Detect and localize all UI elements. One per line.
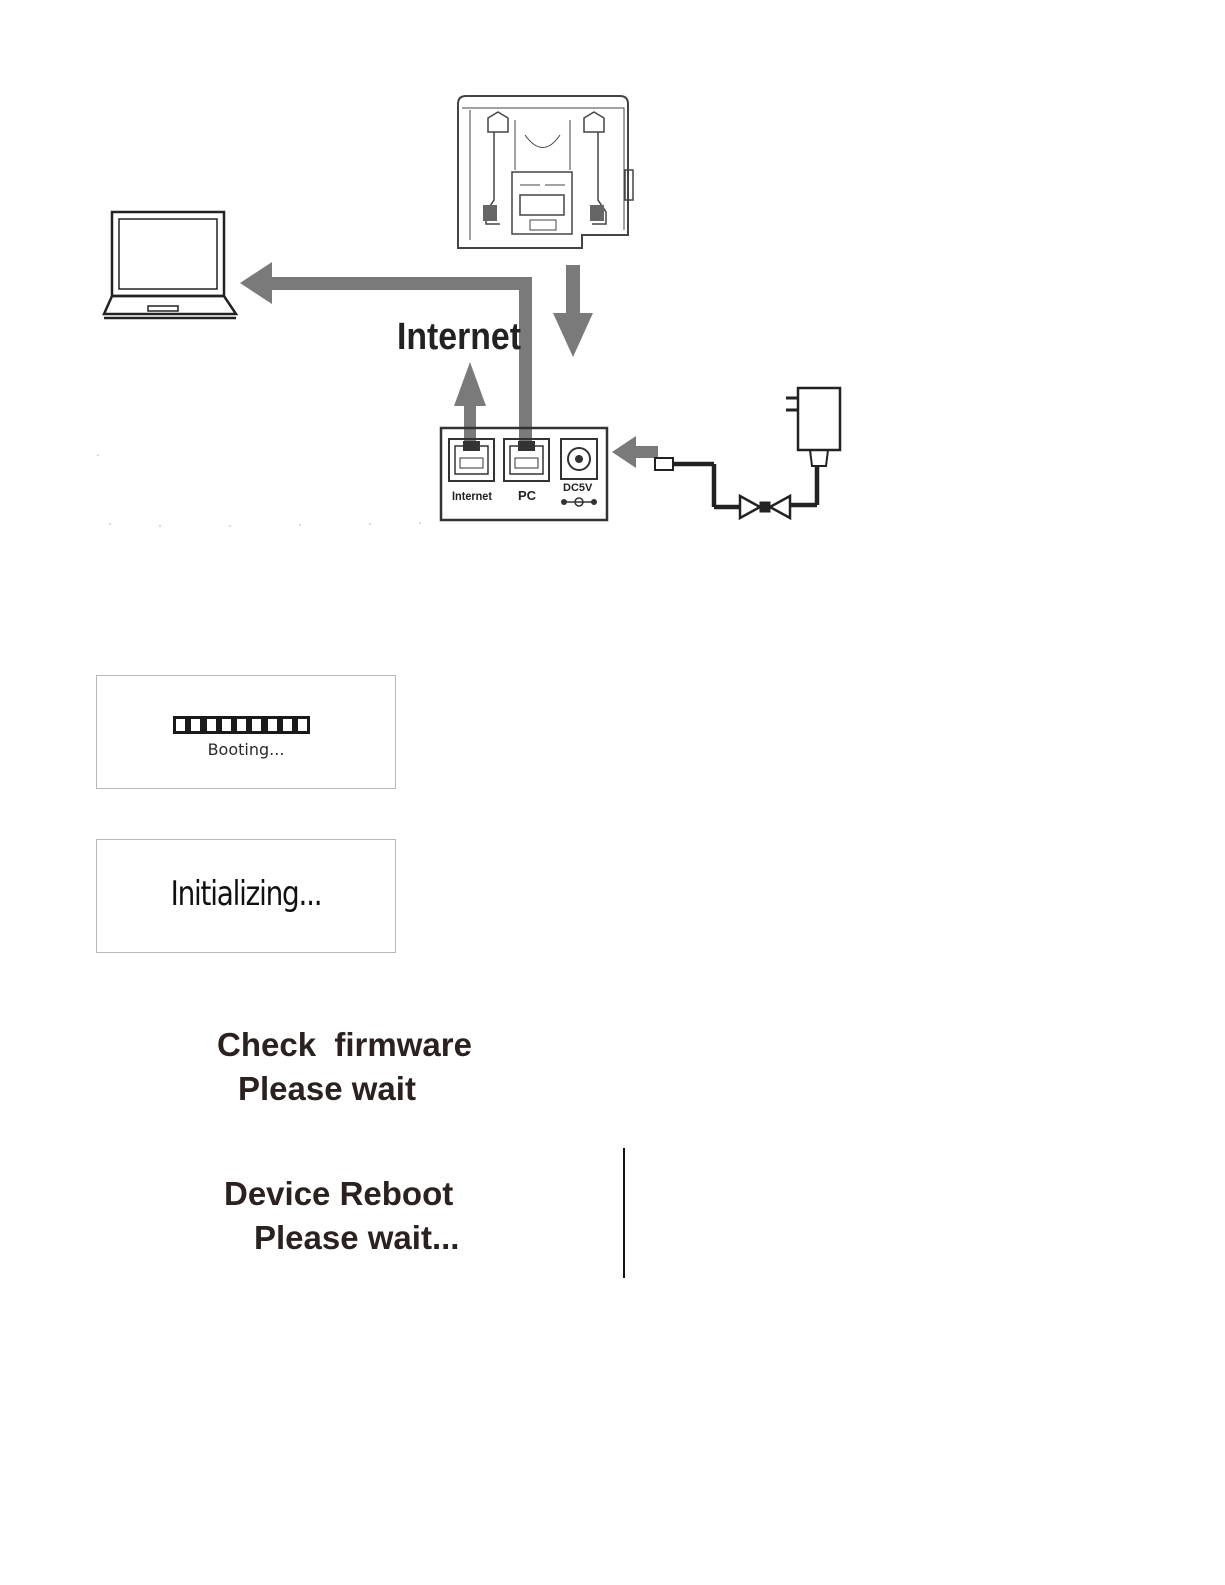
booting-text: Booting... (97, 740, 395, 759)
connection-diagram: Internet Internet PC DC5V (0, 0, 1225, 560)
port-label-dc5v: DC5V (563, 482, 593, 494)
booting-screen: Booting... (96, 675, 396, 789)
initializing-screen: Initializing... (96, 839, 396, 953)
phone-stand (458, 96, 633, 248)
boot-progress-bar (173, 716, 310, 734)
laptop-icon (104, 212, 236, 318)
internet-arrow (454, 362, 486, 446)
internet-port (449, 439, 494, 481)
internet-heading: Internet (397, 316, 521, 358)
scan-dots (97, 454, 421, 527)
port-panel: Internet PC DC5V (441, 428, 607, 520)
power-arrow (612, 436, 658, 468)
down-arrow (553, 265, 593, 357)
port-label-internet: Internet (452, 489, 492, 503)
check-firmware-wait-line: Please wait (238, 1072, 416, 1105)
power-adapter-icon (655, 388, 840, 518)
initializing-text: Initializing... (124, 874, 368, 914)
pc-port (504, 439, 549, 481)
device-reboot-wait-line: Please wait... (254, 1221, 459, 1254)
device-reboot-line: Device Reboot (224, 1177, 453, 1210)
vertical-divider (623, 1148, 625, 1278)
dc-port (561, 439, 597, 506)
port-label-pc: PC (518, 488, 537, 503)
check-firmware-line: Check firmware (217, 1028, 472, 1061)
